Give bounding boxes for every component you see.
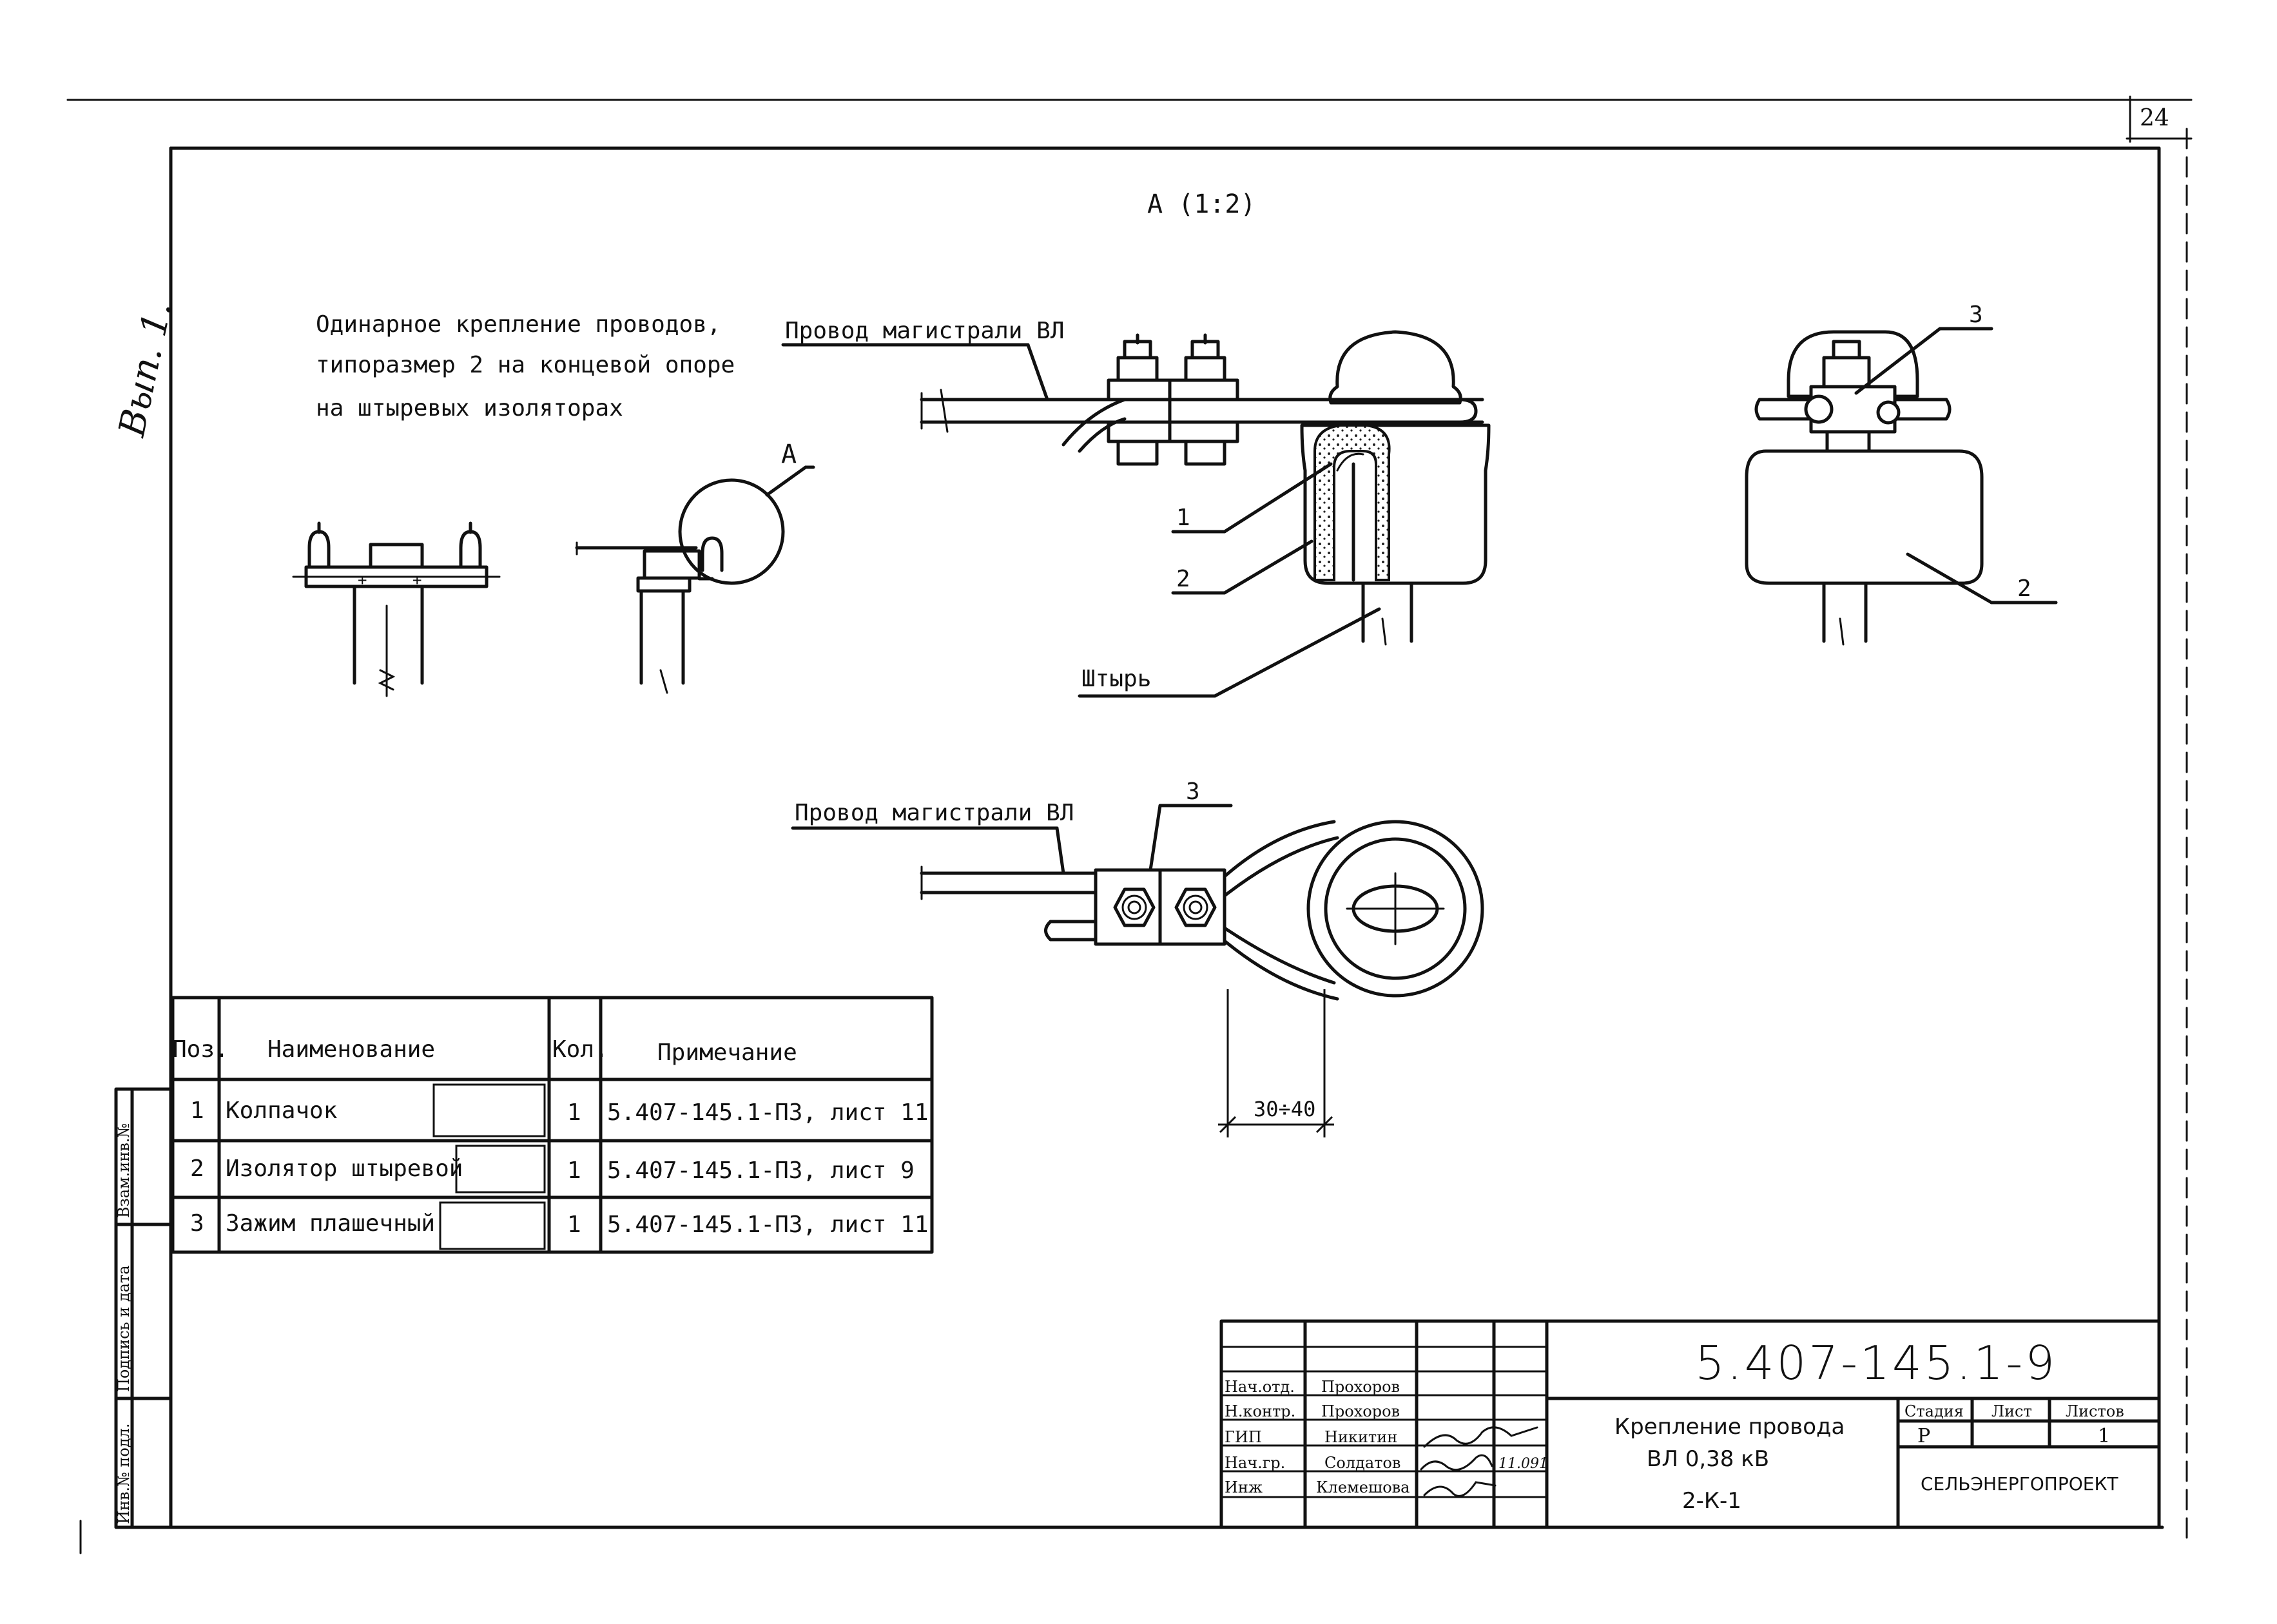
table-header-pos: Поз. xyxy=(173,1036,229,1063)
sheets-header: Листов xyxy=(2066,1402,2124,1420)
description-line-2: типоразмер 2 на концевой опоре xyxy=(316,352,735,378)
description-line-3: на штыревых изоляторах xyxy=(316,395,623,421)
table-header-qty: Кол. xyxy=(552,1036,608,1063)
view-marker: А xyxy=(781,440,797,469)
signature-role: Нач.отд. xyxy=(1225,1378,1295,1396)
signature-name: Прохоров xyxy=(1321,1402,1400,1420)
description-line-1: Одинарное крепление проводов, xyxy=(316,311,721,338)
table-cell-name: Зажим плашечный xyxy=(226,1210,435,1237)
signature-name: Прохоров xyxy=(1321,1378,1400,1396)
label-pin: Штырь xyxy=(1081,666,1151,692)
table-row: 1 Колпачок 1 5.407-145.1-ПЗ, лист 11 xyxy=(190,1097,929,1126)
signature-scribble xyxy=(1423,1426,1538,1448)
organization: СЕЛЬЭНЕРГОПРОЕКТ xyxy=(1921,1473,2118,1494)
side-stamp-inv-replaced: Взам.инв.№ xyxy=(115,1123,133,1218)
table-cell-qty: 1 xyxy=(567,1157,581,1184)
table-cell-pos: 2 xyxy=(190,1155,204,1182)
table-cell-qty: 1 xyxy=(567,1099,581,1126)
signature-role: ГИП xyxy=(1225,1428,1262,1446)
label-pos-3-plan: 3 xyxy=(1186,778,1200,805)
spec-table: Поз. Наименование Кол. Примечание 1 Колп… xyxy=(171,996,934,1254)
label-pos-3-side: 3 xyxy=(1969,302,1983,328)
drawing-title-line-1: Крепление провода xyxy=(1614,1414,1845,1440)
sheet-number: 24 xyxy=(2140,105,2169,131)
label-pos-2-side: 2 xyxy=(2017,575,2031,602)
document-code: 5.407-145.1-9 xyxy=(1695,1336,2057,1390)
dimension-label: 30÷40 xyxy=(1254,1097,1315,1121)
signature-role: Нач.гр. xyxy=(1225,1454,1285,1472)
table-cell-pos: 1 xyxy=(190,1097,204,1124)
detail-front-view: 3 2 xyxy=(1745,302,2058,646)
signature-name: Никитин xyxy=(1324,1428,1397,1446)
overview-side-view: А xyxy=(575,440,815,694)
label-wire-bottom: Провод магистрали ВЛ xyxy=(795,800,1074,826)
table-cell-name: Изолятор штыревой xyxy=(226,1155,463,1182)
stage-value: Р xyxy=(1917,1425,1930,1447)
side-stamp: Взам.инв.№ Подпись и дата Инв.№ подл. xyxy=(114,1087,173,1529)
signature-role: Н.контр. xyxy=(1225,1402,1295,1420)
table-row: 2 Изолятор штыревой 1 5.407-145.1-ПЗ, ли… xyxy=(190,1155,915,1184)
label-pos-1: 1 xyxy=(1176,505,1190,531)
table-cell-note: 5.407-145.1-ПЗ, лист 11 xyxy=(607,1099,929,1126)
table-header-note: Примечание xyxy=(657,1039,797,1066)
detail-side-view: Провод магистрали ВЛ 1 2 Штырь xyxy=(781,318,1491,698)
stage-header: Стадия xyxy=(1904,1402,1964,1420)
sheet-header: Лист xyxy=(1991,1402,2032,1420)
signature-name: Солдатов xyxy=(1324,1454,1400,1472)
table-cell-qty: 1 xyxy=(567,1212,581,1238)
signature-role: Инж xyxy=(1225,1478,1263,1496)
label-wire-top: Провод магистрали ВЛ xyxy=(785,318,1064,344)
drawing-title-line-3: 2-К-1 xyxy=(1682,1488,1741,1514)
signature-scribble xyxy=(1420,1454,1493,1471)
side-stamp-sign-date: Подпись и дата xyxy=(115,1265,133,1392)
svg-text:+: + xyxy=(412,571,421,589)
drawing-title-line-2: ВЛ 0,38 кВ xyxy=(1647,1446,1769,1472)
overview-crossarm-front: + + xyxy=(292,521,501,697)
signature-name: Клемешова xyxy=(1316,1478,1410,1496)
table-row: 3 Зажим плашечный 1 5.407-145.1-ПЗ, лист… xyxy=(190,1210,929,1238)
side-stamp-inv-original: Инв.№ подл. xyxy=(115,1423,133,1524)
detail-plan-view: 3 Провод магистрали ВЛ 30÷40 xyxy=(791,778,1484,1137)
view-title: А (1:2) xyxy=(1147,189,1256,219)
label-pos-2: 2 xyxy=(1176,566,1190,592)
svg-text:+: + xyxy=(358,571,367,589)
table-header-name: Наименование xyxy=(267,1036,435,1063)
table-cell-pos: 3 xyxy=(190,1210,204,1237)
title-block: 5.407-145.1-9 Стадия Лист Листов Р 1 СЕЛ… xyxy=(1219,1319,2161,1529)
table-cell-note: 5.407-145.1-ПЗ, лист 9 xyxy=(607,1157,915,1184)
signature-date: 11.091 xyxy=(1498,1456,1548,1472)
table-cell-note: 5.407-145.1-ПЗ, лист 11 xyxy=(607,1212,929,1238)
sheets-value: 1 xyxy=(2098,1425,2110,1447)
signature-scribble xyxy=(1423,1481,1497,1497)
table-cell-name: Колпачок xyxy=(226,1097,338,1124)
